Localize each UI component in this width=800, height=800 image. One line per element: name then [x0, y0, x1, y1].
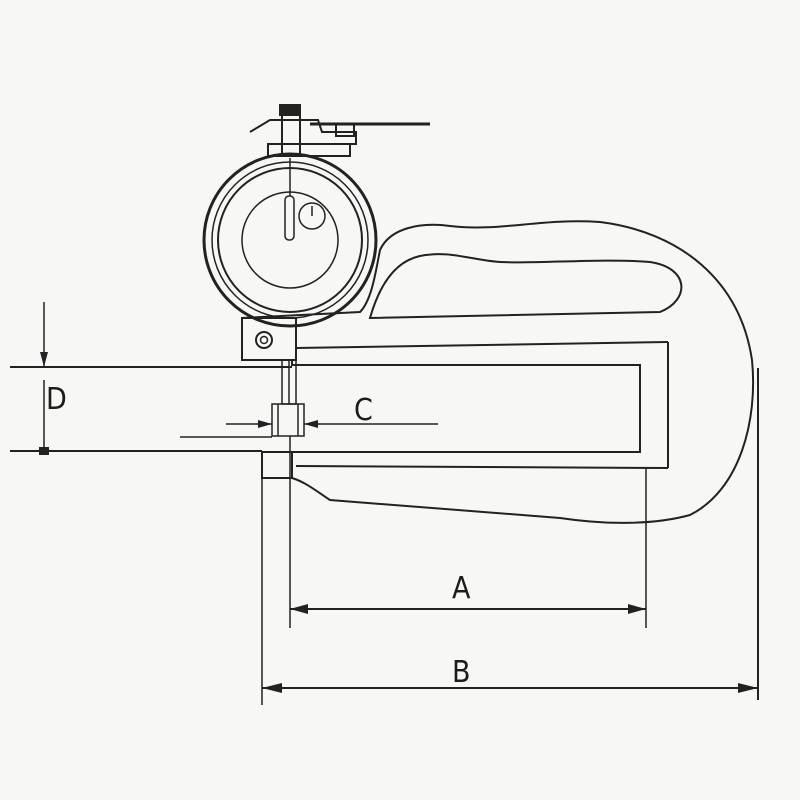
- dimension-lines: [10, 302, 759, 705]
- dimension-label-d: D: [46, 382, 67, 417]
- dimension-label-b: B: [452, 655, 471, 690]
- spindle: [271, 359, 305, 437]
- lifting-lever: [249, 104, 430, 157]
- dial-indicator: [202, 152, 378, 328]
- dimension-label-a: A: [452, 571, 471, 606]
- gauge-frame: [241, 220, 755, 524]
- dimension-label-c: C: [354, 393, 373, 428]
